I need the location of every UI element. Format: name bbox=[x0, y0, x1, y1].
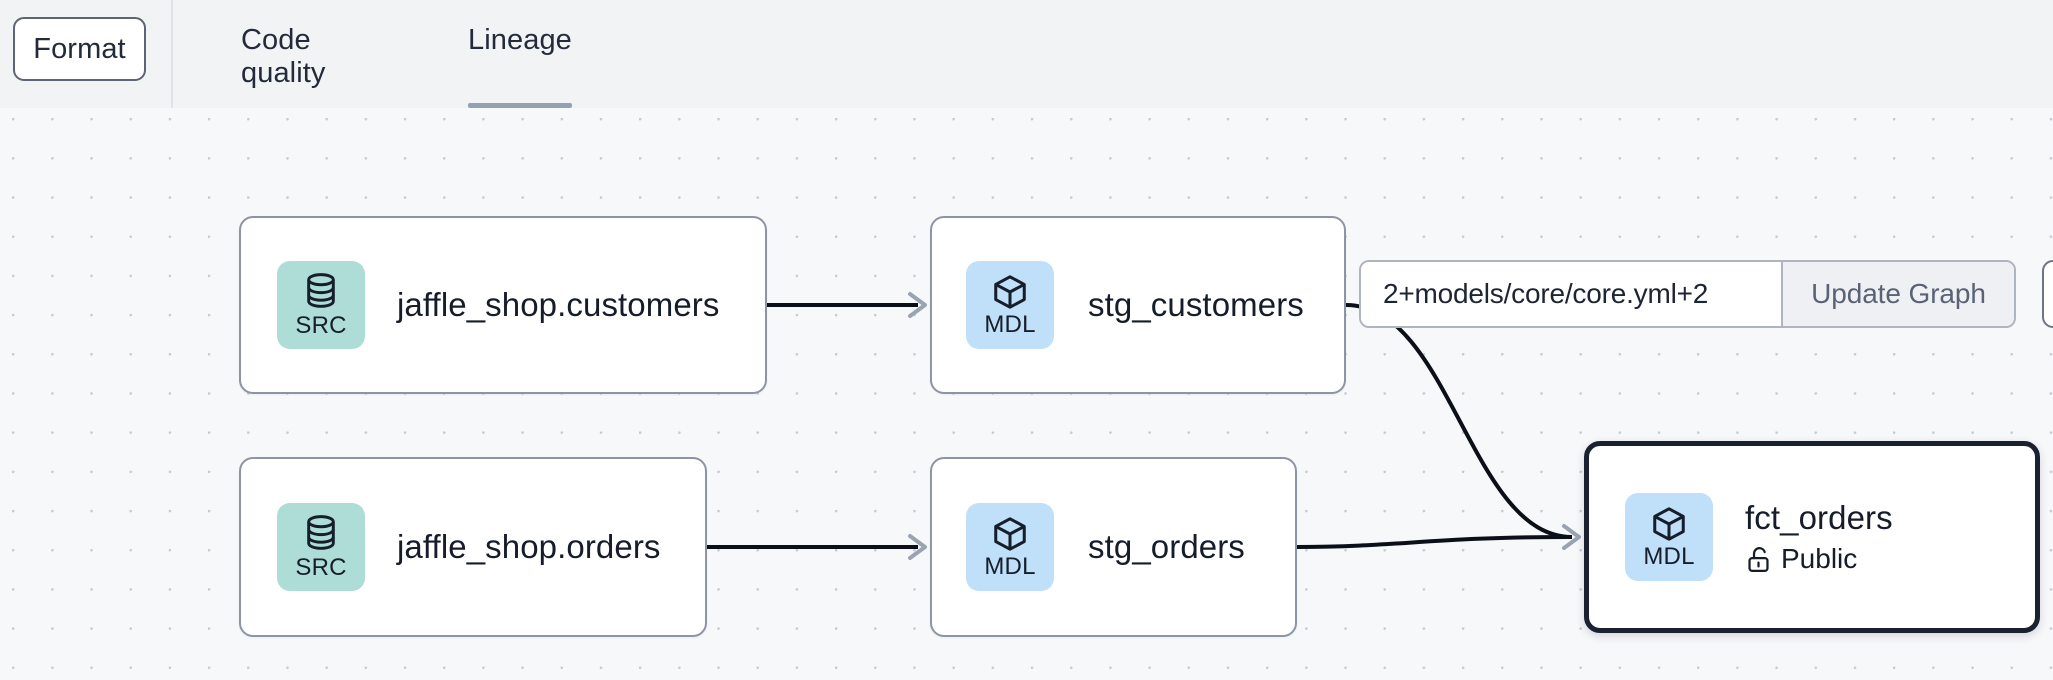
node-badge-mdl: MDL bbox=[1625, 493, 1713, 581]
edge-stg-orders-to-fct-orders bbox=[1296, 535, 1573, 549]
lineage-node-stg-customers[interactable]: MDL stg_customers bbox=[930, 216, 1346, 394]
cube-icon bbox=[991, 515, 1029, 554]
database-icon bbox=[302, 272, 340, 313]
node-badge-label: SRC bbox=[295, 311, 347, 339]
tab-lineage-label: Lineage bbox=[468, 24, 572, 56]
node-badge-mdl: MDL bbox=[966, 261, 1054, 349]
edge-stg-customers-to-fct-orders bbox=[1345, 303, 1581, 550]
node-badge-mdl: MDL bbox=[966, 503, 1054, 591]
format-button[interactable]: Format bbox=[13, 17, 146, 81]
tab-lineage[interactable]: Lineage bbox=[468, 24, 572, 108]
node-badge-label: MDL bbox=[1643, 542, 1695, 570]
header-left-section: Format bbox=[0, 0, 173, 108]
node-badge-label: MDL bbox=[984, 310, 1036, 338]
cube-icon bbox=[1650, 505, 1688, 544]
node-badge-label: SRC bbox=[295, 553, 347, 581]
lineage-node-fct-orders[interactable]: MDL fct_orders Public bbox=[1584, 441, 2040, 633]
database-icon bbox=[302, 514, 340, 555]
node-text-block: stg_orders bbox=[1088, 528, 1245, 566]
lineage-node-stg-orders[interactable]: MDL stg_orders bbox=[930, 457, 1297, 637]
node-text-block: jaffle_shop.customers bbox=[397, 286, 720, 324]
editor-header: Format Code quality Lineage bbox=[0, 0, 2053, 108]
node-title: stg_customers bbox=[1088, 286, 1304, 323]
node-title: stg_orders bbox=[1088, 528, 1245, 565]
node-access-label: Public bbox=[1781, 543, 1858, 574]
lineage-node-src-orders[interactable]: SRC jaffle_shop.orders bbox=[239, 457, 707, 637]
tab-code-quality-label: Code quality bbox=[241, 24, 326, 89]
node-selector-input[interactable] bbox=[1361, 262, 1781, 326]
node-text-block: stg_customers bbox=[1088, 286, 1304, 324]
node-access-badge: Public bbox=[1745, 543, 1893, 575]
node-text-block: jaffle_shop.orders bbox=[397, 528, 661, 566]
node-title: fct_orders bbox=[1745, 499, 1893, 536]
tab-code-quality[interactable]: Code quality bbox=[241, 24, 326, 108]
unlock-icon bbox=[1745, 545, 1772, 574]
lineage-node-src-customers[interactable]: SRC jaffle_shop.customers bbox=[239, 216, 767, 394]
edge-src-customers-to-stg-customers bbox=[767, 292, 927, 318]
node-text-block: fct_orders Public bbox=[1745, 499, 1893, 575]
node-badge-src: SRC bbox=[277, 503, 365, 591]
lineage-canvas[interactable]: SRC jaffle_shop.customers SRC bbox=[0, 108, 2053, 680]
tab-active-underline bbox=[468, 103, 572, 108]
edge-src-orders-to-stg-orders bbox=[707, 534, 927, 560]
node-title: jaffle_shop.customers bbox=[397, 286, 720, 323]
node-title: jaffle_shop.orders bbox=[397, 528, 661, 565]
node-badge-src: SRC bbox=[277, 261, 365, 349]
graph-selector-group: Update Graph bbox=[1359, 260, 2016, 328]
node-badge-label: MDL bbox=[984, 552, 1036, 580]
side-panel-toggle[interactable] bbox=[2042, 260, 2053, 328]
cube-icon bbox=[991, 273, 1029, 312]
update-graph-button[interactable]: Update Graph bbox=[1781, 262, 2014, 326]
